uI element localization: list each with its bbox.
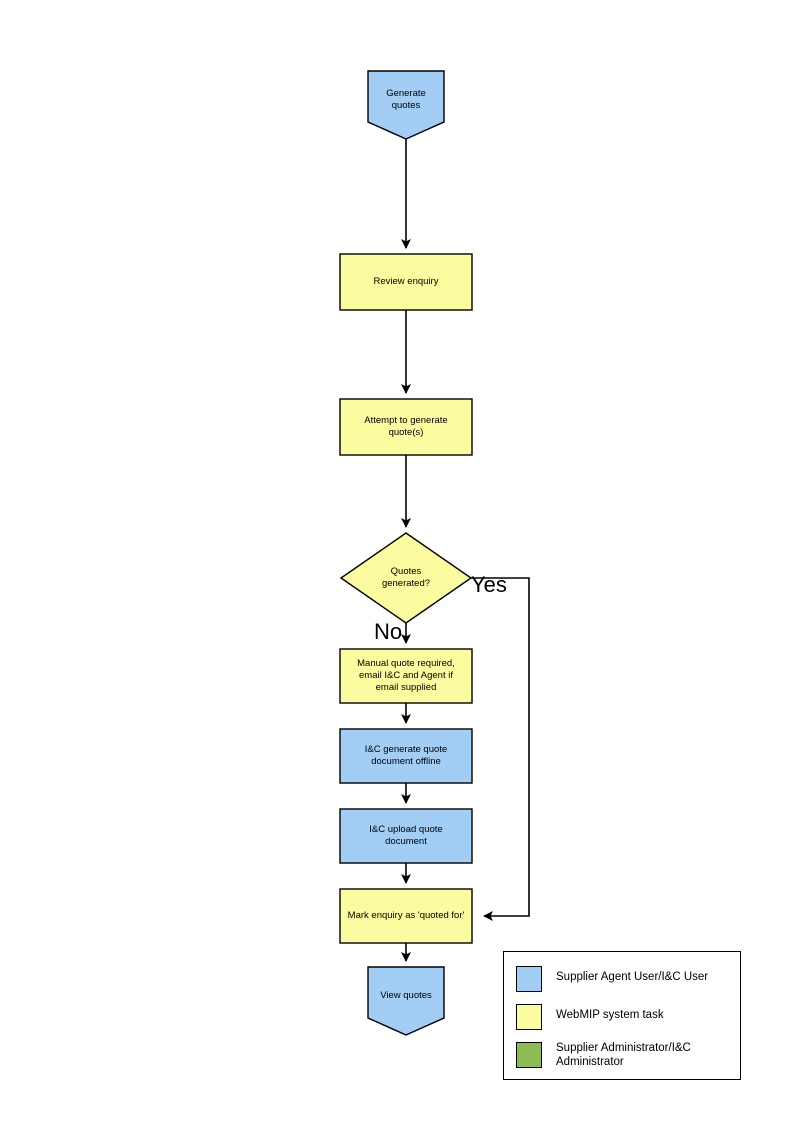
node-mark-enquiry-quoted-for[interactable] — [339, 888, 473, 944]
node-manual-quote-required[interactable] — [339, 648, 473, 704]
node-ic-generate-quote-offline[interactable] — [339, 728, 473, 784]
edge-label-no: No — [374, 619, 403, 644]
node-view-quotes[interactable] — [367, 966, 445, 1036]
legend-label-supplier-administrator: Supplier Administrator/I&C Administrator — [556, 1042, 691, 1068]
legend-item-supplier-administrator: Supplier Administrator/I&C Administrator — [516, 1042, 691, 1069]
legend-item-webmip-system-task: WebMIP system task — [516, 1004, 664, 1030]
legend-label-supplier-agent-user: Supplier Agent User/I&C User — [556, 971, 709, 983]
node-review-enquiry[interactable] — [339, 253, 473, 311]
legend-swatch-yellow — [516, 1004, 542, 1030]
legend-swatch-blue — [516, 966, 542, 992]
node-ic-upload-quote-document[interactable] — [339, 808, 473, 864]
node-generate-quotes[interactable] — [367, 70, 445, 140]
legend-label-webmip-system-task: WebMIP system task — [556, 1009, 664, 1021]
legend-swatch-green — [516, 1042, 542, 1068]
legend-item-supplier-agent-user: Supplier Agent User/I&C User — [516, 966, 708, 992]
legend: Supplier Agent User/I&C User WebMIP syst… — [503, 951, 741, 1080]
connector-decision-yes-to-mark — [471, 577, 530, 921]
node-attempt-generate-quotes[interactable] — [339, 398, 473, 456]
edge-label-yes: Yes — [471, 572, 507, 597]
node-quotes-generated-decision[interactable] — [339, 532, 473, 624]
